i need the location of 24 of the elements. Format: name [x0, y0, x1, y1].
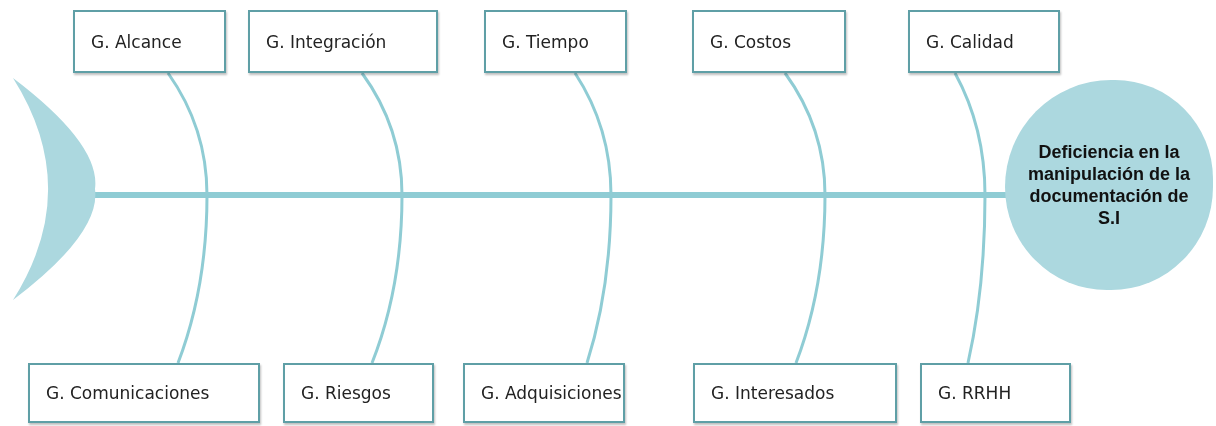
- category-box: [693, 363, 897, 423]
- effect-text: Deficiencia en la manipulación de la documentación de S.I: [1026, 141, 1191, 229]
- category-label: G. Interesados: [711, 383, 835, 403]
- category-box: [463, 363, 625, 423]
- category-box: [28, 363, 260, 423]
- category-box: [73, 10, 226, 73]
- category-box: [692, 10, 846, 73]
- category-box: [248, 10, 438, 73]
- category-label: G. Costos: [710, 31, 792, 52]
- spine-line: [93, 192, 1006, 198]
- category-box: [920, 363, 1071, 423]
- category-label: G. Adquisiciones: [481, 383, 622, 403]
- category-box: [484, 10, 627, 73]
- category-box: [283, 363, 434, 423]
- category-label: G. Integración: [266, 31, 387, 52]
- category-label: G. RRHH: [938, 383, 1012, 403]
- category-box: [908, 10, 1060, 73]
- category-label: G. Alcance: [91, 31, 182, 52]
- bone-line: [966, 195, 987, 364]
- bone-line: [585, 195, 613, 364]
- category-label: G. Riesgos: [301, 383, 391, 403]
- category-label: G. Tiempo: [502, 31, 589, 52]
- category-label: G. Comunicaciones: [46, 383, 210, 403]
- category-label: G. Calidad: [926, 31, 1014, 52]
